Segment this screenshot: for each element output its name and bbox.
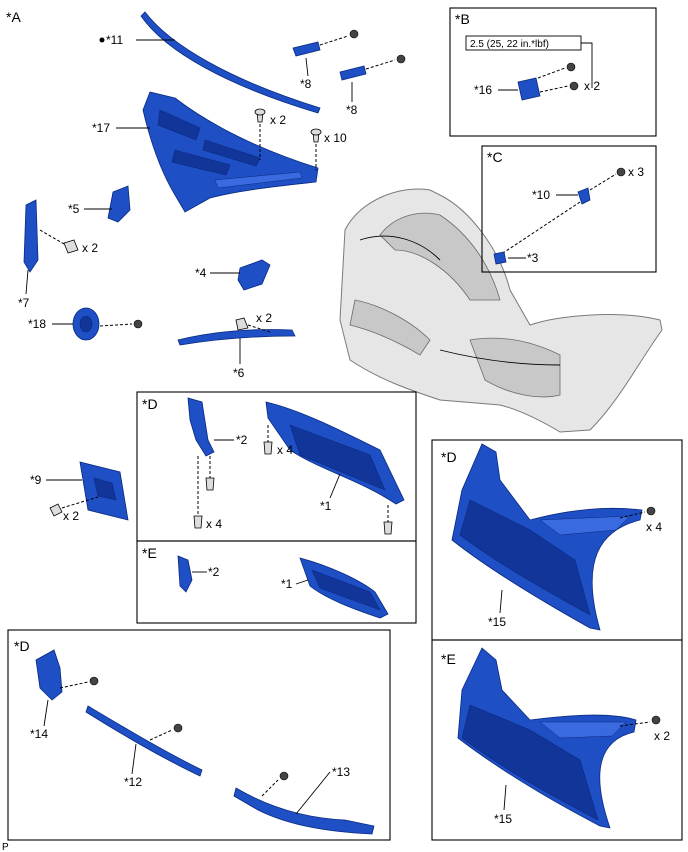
part-2-bracket-e xyxy=(177,555,193,593)
qty-x4-d2: x 4 xyxy=(277,443,293,457)
label-2d: *2 xyxy=(236,433,248,447)
bullet-dot xyxy=(99,37,105,43)
qty-x4-d1: x 4 xyxy=(206,517,222,531)
label-14: *14 xyxy=(30,727,48,741)
label-7: *7 xyxy=(18,296,30,310)
part-14-bracket xyxy=(35,649,63,701)
screw-icon xyxy=(616,167,626,177)
part-13-molding xyxy=(233,787,375,835)
clip-icon xyxy=(263,441,273,455)
label-15e: *15 xyxy=(494,812,512,826)
screw-icon xyxy=(569,81,579,91)
label-9: *9 xyxy=(30,473,42,487)
part-5-bracket xyxy=(107,185,131,223)
panel-e-top-tag: *E xyxy=(142,545,157,561)
screw-icon xyxy=(646,506,656,516)
label-3: *3 xyxy=(527,251,539,265)
label-15d: *15 xyxy=(488,615,506,629)
panel-e-right-tag: *E xyxy=(441,651,456,667)
panel-c-frame xyxy=(481,145,657,273)
screw-icon xyxy=(566,62,576,72)
figure-code: P xyxy=(2,842,9,852)
panel-e-right-frame xyxy=(431,639,683,841)
label-11: *11 xyxy=(106,33,123,47)
clip-icon xyxy=(235,317,249,331)
panel-e-top-frame xyxy=(136,540,417,624)
qty-x10: x 10 xyxy=(324,131,347,145)
panel-d-bottom-tag: *D xyxy=(14,638,30,654)
part-12-molding xyxy=(85,705,203,777)
screw-icon xyxy=(173,723,183,733)
part-2-bracket-d xyxy=(187,397,215,457)
screw-icon xyxy=(133,319,143,329)
label-2e: *2 xyxy=(208,565,220,579)
screw-icon xyxy=(349,29,359,39)
clip-icon xyxy=(383,521,393,535)
panel-d-top-tag: *D xyxy=(142,396,158,412)
torque-spec: 2.5 (25, 22 in.*lbf) xyxy=(470,39,549,50)
label-6: *6 xyxy=(233,366,245,380)
panel-b-frame xyxy=(449,7,657,137)
part-15-grille-d xyxy=(451,443,643,631)
label-13: *13 xyxy=(332,765,350,779)
qty-x2-nine: x 2 xyxy=(63,509,79,523)
label-12: *12 xyxy=(124,775,142,789)
part-17-grille-frame xyxy=(142,91,319,213)
panel-b-tag: *B xyxy=(455,11,470,27)
part-15-grille-e xyxy=(457,647,637,829)
label-8b: *8 xyxy=(346,103,358,117)
part-8-bracket-a xyxy=(292,41,321,57)
qty-x2-b: x 2 xyxy=(584,79,600,93)
screw-icon xyxy=(396,54,406,64)
qty-x2-six: x 2 xyxy=(256,311,272,325)
screw-icon xyxy=(89,676,99,686)
part-18-emblem xyxy=(72,307,100,341)
panel-d-right-tag: *D xyxy=(441,449,457,465)
part-7-side-strip xyxy=(23,199,39,273)
part-4-bracket xyxy=(237,259,271,291)
part-16-bracket xyxy=(517,77,541,101)
label-1e: *1 xyxy=(281,577,293,591)
qty-x2-a: x 2 xyxy=(270,113,286,127)
part-1-grille-d xyxy=(265,401,405,505)
qty-x2-right: x 2 xyxy=(654,729,670,743)
part-9-license-bracket xyxy=(79,461,129,521)
clip-icon xyxy=(63,239,79,254)
label-8a: *8 xyxy=(300,77,312,91)
screw-icon xyxy=(49,503,63,517)
label-16: *16 xyxy=(474,83,492,97)
label-10c: *10 xyxy=(532,188,550,202)
qty-x4-right: x 4 xyxy=(646,520,662,534)
panel-a-tag: *A xyxy=(6,9,21,25)
part-10-clip xyxy=(577,187,591,205)
part-11-molding-strip xyxy=(140,11,321,114)
front-bumper-cover xyxy=(339,188,663,433)
panel-d-bottom-frame xyxy=(7,629,391,841)
qty-x2-clip: x 2 xyxy=(82,241,98,255)
part-1-grille-e xyxy=(299,557,389,619)
label-4: *4 xyxy=(195,266,207,280)
label-1d: *1 xyxy=(320,499,332,513)
part-8-bracket-b xyxy=(339,65,367,81)
screw-icon xyxy=(651,715,661,725)
label-18: *18 xyxy=(28,317,46,331)
part-6-lower-strip xyxy=(177,329,296,346)
label-5: *5 xyxy=(68,202,80,216)
screw-icon xyxy=(279,771,289,781)
clip-icon xyxy=(205,477,215,491)
clip-icon xyxy=(193,515,203,529)
label-17: *17 xyxy=(92,121,110,135)
part-3-retainer xyxy=(493,251,507,265)
panel-c-tag: *C xyxy=(487,149,503,165)
qty-x3: x 3 xyxy=(628,165,644,179)
